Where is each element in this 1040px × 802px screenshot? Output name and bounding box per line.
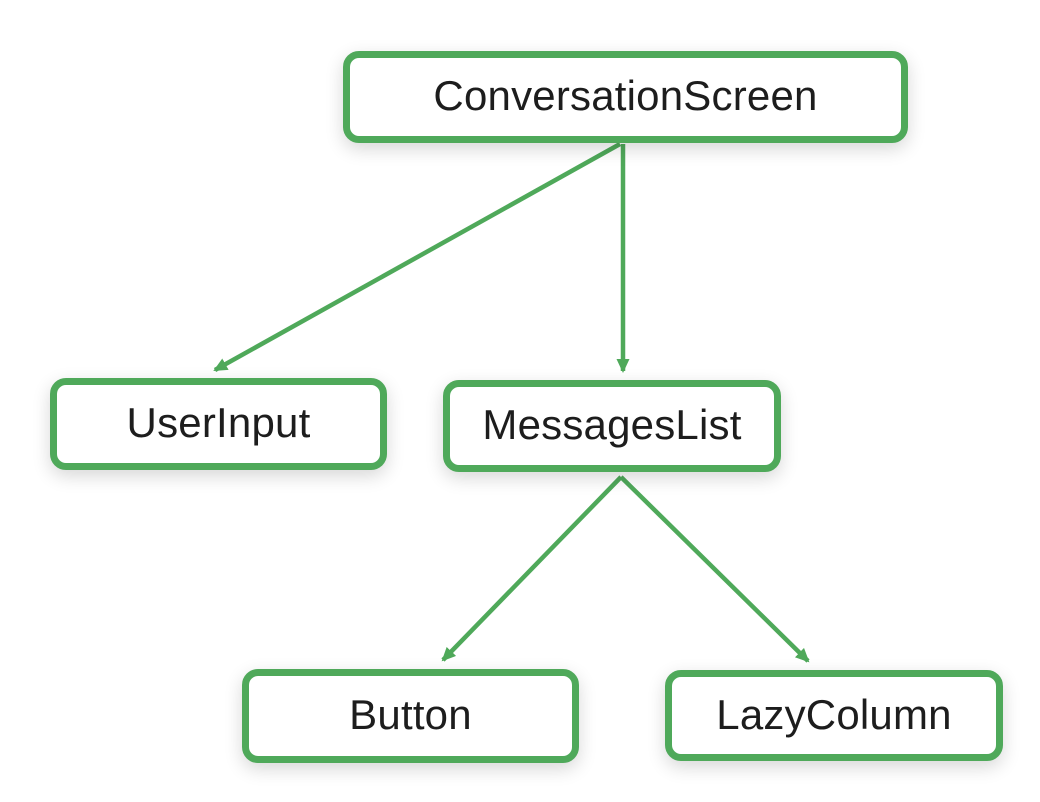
node-button: Button	[242, 669, 579, 763]
node-lazy-column: LazyColumn	[665, 670, 1003, 761]
edge-conversation-screen-to-user-input	[213, 142, 622, 372]
node-label: ConversationScreen	[433, 72, 818, 119]
node-label: UserInput	[126, 399, 311, 446]
node-user-input: UserInput	[50, 378, 387, 470]
node-conversation-screen: ConversationScreen	[343, 51, 908, 143]
node-messages-list: MessagesList	[443, 380, 781, 472]
node-label: Button	[349, 691, 472, 738]
node-label: LazyColumn	[716, 690, 952, 738]
edge-messages-list-to-lazy-column	[619, 475, 810, 663]
node-label: MessagesList	[482, 401, 742, 448]
edge-messages-list-to-button	[441, 475, 623, 662]
